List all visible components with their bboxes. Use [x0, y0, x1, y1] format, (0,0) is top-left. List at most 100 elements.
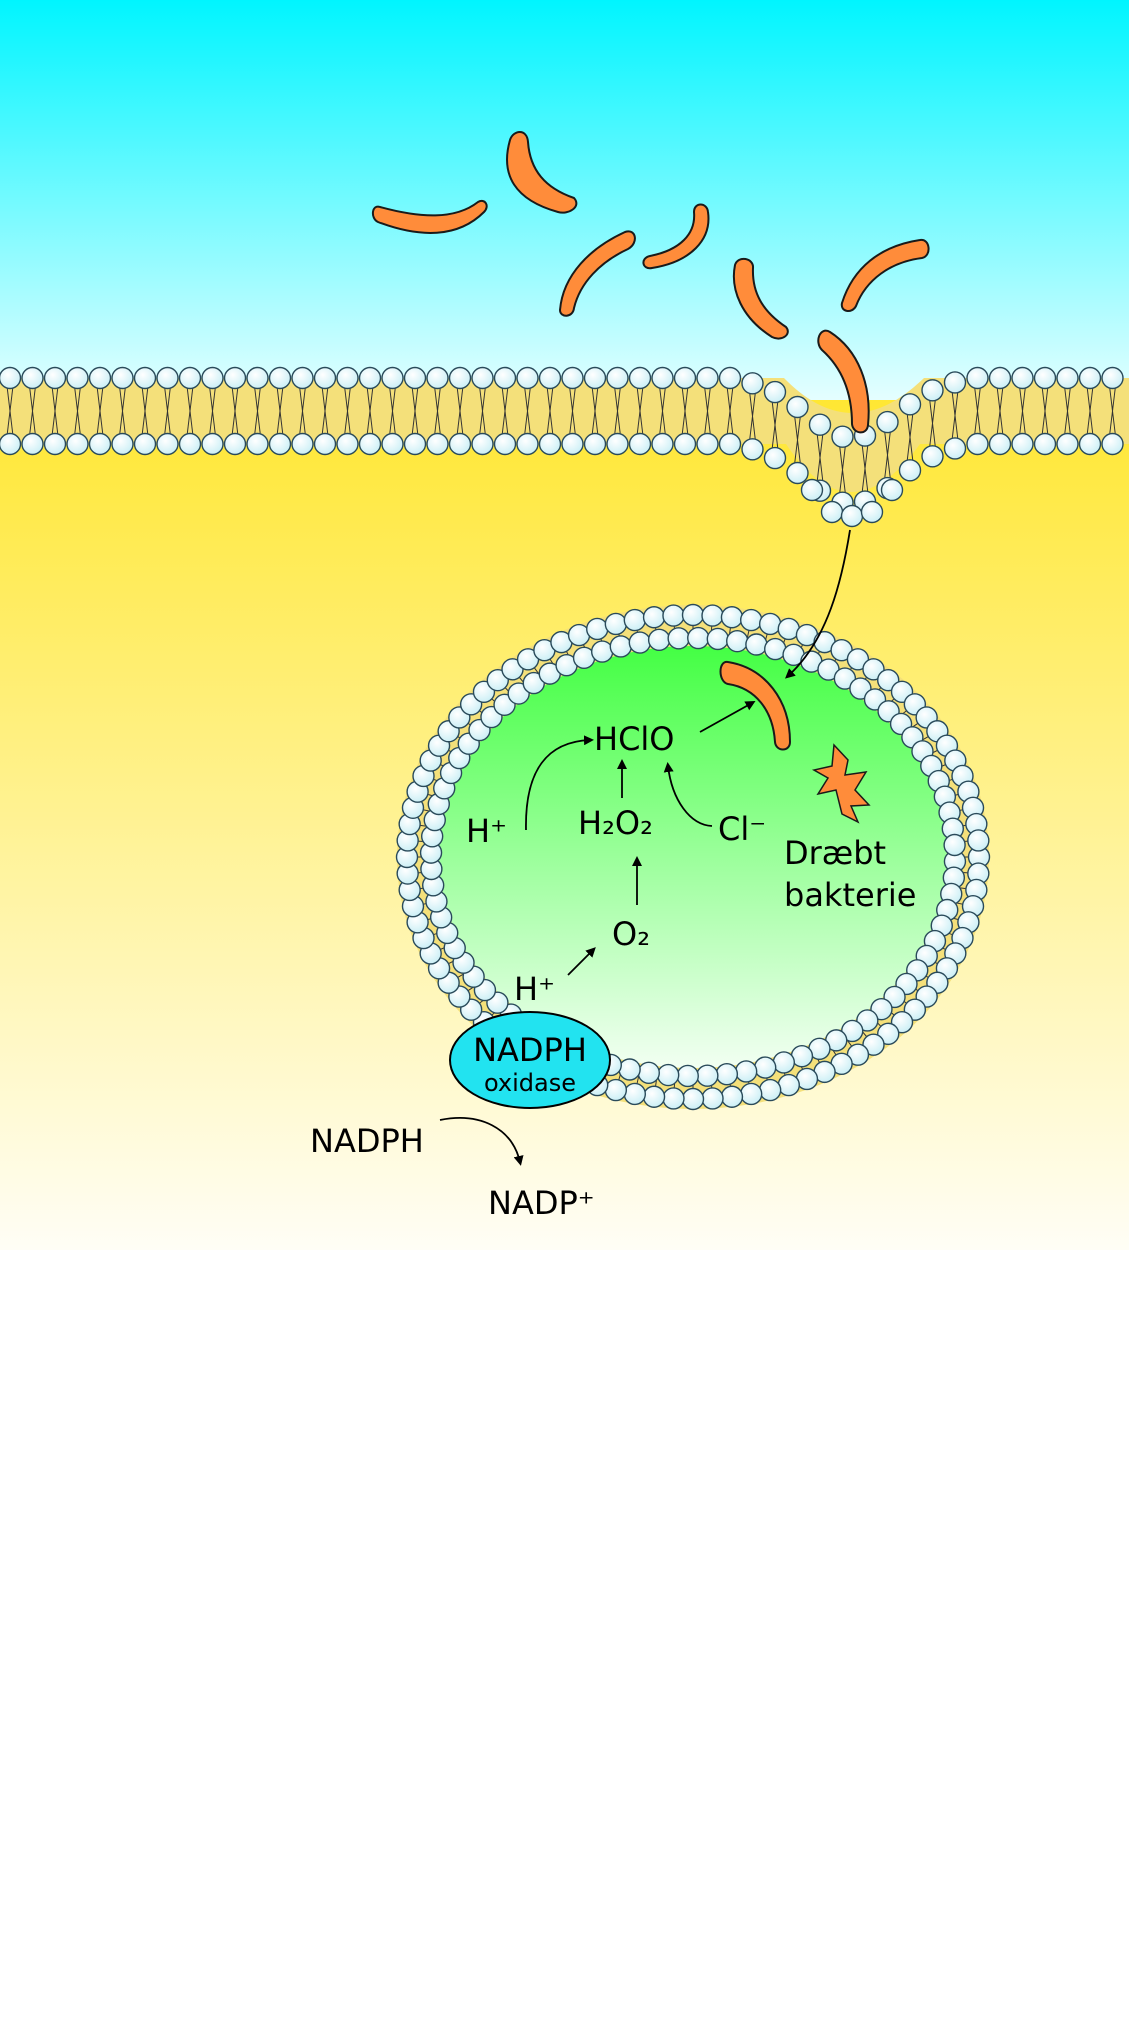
lipid-head — [583, 432, 607, 456]
lipid-head — [313, 432, 337, 456]
lipid-head — [772, 1051, 796, 1074]
lipid-head — [426, 432, 449, 456]
plasma-membrane-heads — [0, 366, 1124, 528]
o2-label: O₂ — [612, 915, 650, 953]
lipid-head — [493, 366, 517, 390]
lipid-head — [201, 432, 224, 456]
lipid-head — [715, 1062, 739, 1086]
lipid-head — [246, 366, 269, 390]
lipid-tail — [186, 385, 194, 437]
lipid-head — [642, 606, 666, 629]
lipid-head — [673, 366, 697, 390]
lipid-head — [178, 432, 202, 456]
nadph-oxidase-enzyme — [449, 1011, 611, 1109]
enzyme-label-line2: oxidase — [484, 1069, 576, 1097]
lipid-head — [43, 432, 67, 456]
lipid-head — [1011, 366, 1034, 390]
lipid-tail — [501, 385, 509, 437]
lipid-tail — [996, 385, 1004, 437]
lipid-tail — [749, 391, 756, 442]
lipid-head — [718, 432, 742, 456]
lipid-head — [701, 1087, 724, 1110]
lipid-tail — [119, 385, 126, 437]
lipid-head — [681, 603, 705, 627]
lipid-head — [604, 612, 628, 636]
bacterium — [840, 238, 930, 312]
lipid-tail — [29, 385, 36, 437]
lipid-head — [111, 366, 134, 390]
lipid-head — [561, 366, 584, 390]
lipid-head — [358, 366, 382, 390]
phagosome — [395, 603, 991, 1111]
lipid-head — [1078, 432, 1102, 456]
lipid-head — [1078, 366, 1102, 390]
lipid-head — [604, 1078, 628, 1102]
lipid-tail — [704, 385, 711, 437]
lipid-head — [921, 445, 944, 468]
lipid-head — [718, 366, 742, 390]
lipid-tail — [1019, 385, 1026, 437]
lipid-head — [800, 478, 824, 502]
lipid-head — [943, 833, 966, 857]
lipid-head — [291, 432, 314, 456]
lipid-head — [880, 478, 904, 502]
lipid-head — [246, 432, 269, 456]
lipid-head — [381, 366, 404, 390]
lipid-tail — [974, 385, 981, 437]
lipid-head — [178, 366, 202, 390]
lipid-head — [623, 608, 647, 632]
lipid-head — [88, 366, 112, 390]
lipid-head — [590, 640, 614, 663]
lipid-head — [656, 1063, 680, 1087]
lipid-head — [618, 1058, 641, 1081]
lipid-tail — [164, 385, 171, 437]
lipid-head — [651, 366, 674, 390]
lipid-tail — [636, 385, 644, 437]
lipid-tail — [681, 385, 689, 437]
lipid-head — [583, 366, 607, 390]
lipid-head — [628, 366, 652, 390]
killed-bacterium-label-line2: bakterie — [784, 876, 916, 914]
lipid-head — [66, 432, 89, 456]
enzyme-label-line1: NADPH — [473, 1031, 587, 1069]
plasma-membrane — [0, 378, 1129, 492]
h-plus-lower-label: H⁺ — [514, 970, 555, 1008]
lipid-head — [651, 432, 674, 456]
lipid-head — [628, 432, 652, 456]
lipid-head — [381, 432, 404, 456]
lipid-head — [786, 395, 809, 419]
nadp-plus-label: NADP⁺ — [488, 1184, 595, 1222]
phagosome-lumen — [439, 646, 947, 1068]
lipid-head — [66, 366, 89, 390]
lipid-head — [696, 1064, 719, 1087]
bacterium — [733, 257, 789, 340]
lipid-head — [268, 432, 292, 456]
lipid-head — [966, 432, 989, 456]
lipid-head — [1033, 366, 1057, 390]
killed-bacterium — [811, 743, 871, 824]
lipid-head — [1056, 432, 1079, 456]
lipid-head — [448, 366, 472, 390]
lipid-tail — [299, 385, 306, 437]
lipid-tail — [839, 444, 846, 495]
lipid-head — [21, 432, 44, 456]
lipid-head — [943, 437, 967, 460]
lipid-tail — [951, 390, 959, 441]
hclo-to-bacterium-arrow — [699, 701, 756, 733]
lipid-tail — [389, 385, 396, 437]
lipid-tail — [366, 385, 374, 437]
lipid-head — [0, 366, 22, 390]
lipid-tail — [614, 385, 621, 437]
lipid-head — [696, 366, 719, 390]
lipid-head — [898, 393, 922, 416]
lipid-head — [741, 372, 764, 395]
lipid-tail — [1109, 385, 1116, 437]
lipid-tail — [51, 385, 59, 437]
lipid-head — [831, 425, 854, 448]
lipid-head — [133, 366, 157, 390]
lipid-head — [156, 366, 179, 390]
lipid-head — [268, 366, 292, 390]
lipid-head — [1011, 432, 1034, 456]
